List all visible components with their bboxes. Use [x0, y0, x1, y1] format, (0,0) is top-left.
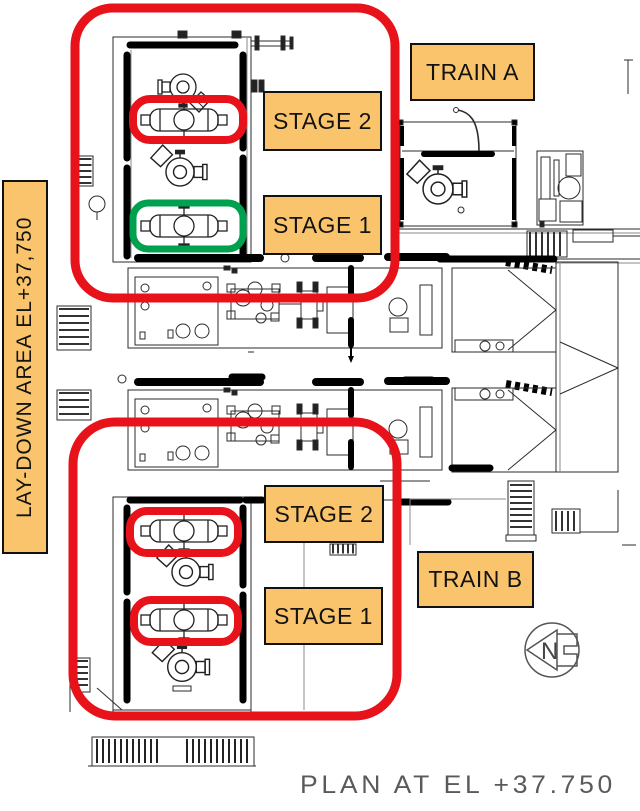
train-b-stairs [380, 480, 636, 546]
label-laydown-area: LAY-DOWN AREA EL+37,750 [2, 180, 48, 554]
train-a-enclosure [397, 107, 518, 228]
right-platforms [395, 228, 640, 264]
vessel-symbol [140, 509, 228, 553]
label-stage1-top: STAGE 1 [263, 195, 382, 255]
stage2-bottom-vessel-highlight [126, 507, 242, 557]
pump-symbol [150, 144, 208, 187]
auxiliary-equipment-block [536, 59, 633, 228]
highlight-layer [68, 3, 402, 721]
bottom-louver-strip [88, 736, 256, 767]
stage1-top-vessel-highlight-green [129, 199, 247, 253]
drawing-title: PLAN AT EL +37.750 [300, 771, 617, 799]
label-stage2-bottom: STAGE 2 [264, 485, 384, 543]
train-b-highlight-loop [68, 417, 402, 721]
train-a-compressor-bay [88, 30, 294, 263]
north-label: N [541, 638, 558, 665]
stage1-bottom-vessel-highlight [130, 596, 242, 646]
vessel-symbol [140, 98, 228, 142]
train-b-skid [117, 373, 553, 471]
vessel-symbol [140, 204, 228, 248]
label-train-b: TRAIN B [417, 551, 534, 608]
train-a-skid [127, 253, 553, 353]
train-b-compressor-bay [112, 496, 357, 715]
north-arrow-icon: N [524, 622, 580, 678]
inlet-duct-structure [348, 255, 619, 473]
stage2-top-vessel-highlight [129, 95, 247, 144]
label-stage1-bottom: STAGE 1 [264, 587, 383, 645]
train-a-highlight-loop [70, 3, 400, 303]
label-train-a: TRAIN A [410, 43, 535, 101]
vessel-symbol [140, 598, 228, 642]
label-stage2-top: STAGE 2 [263, 91, 382, 151]
pump-symbol [406, 159, 468, 205]
